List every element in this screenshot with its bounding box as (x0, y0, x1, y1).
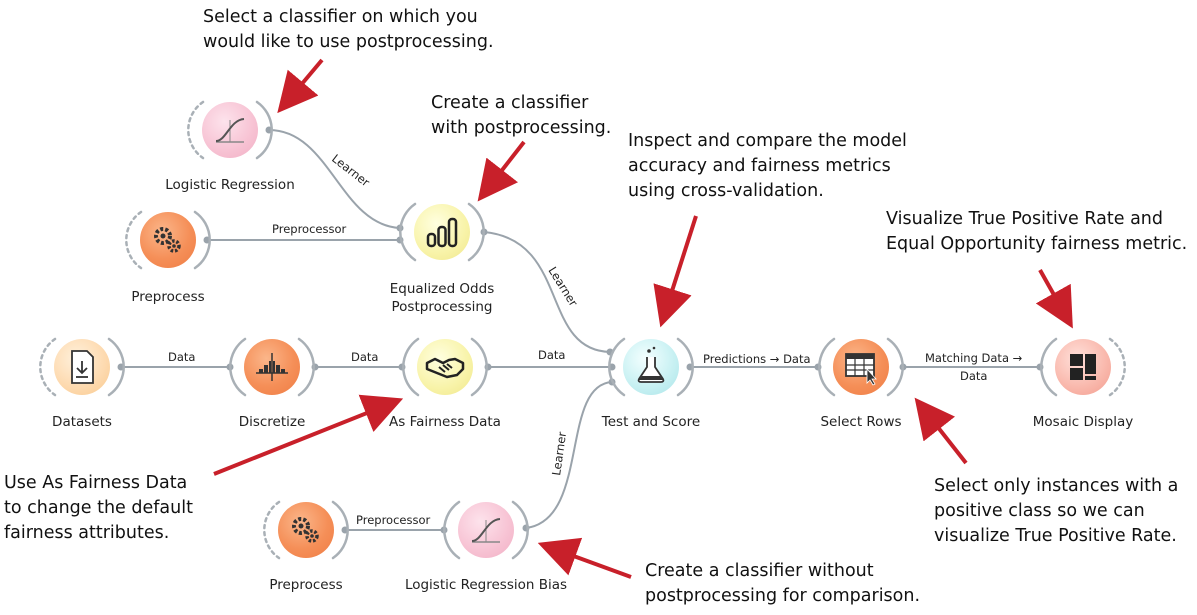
link-label-pre2-lrb: Preprocessor (356, 513, 431, 527)
port-ds-out (107, 337, 125, 397)
annotation-select-classifier: Select a classifier on which you would l… (203, 7, 494, 52)
annotation-inspect: Inspect and compare the model accuracy a… (628, 131, 907, 201)
arrow-visualize (1035, 269, 1073, 329)
node-label: Logistic Regression Bias (404, 577, 568, 593)
link-lrb-to-ts (525, 381, 613, 529)
node-logistic-regression-bias[interactable]: Logistic Regression Bias (405, 490, 567, 593)
port-pre2-in (263, 500, 281, 560)
port-eq-out (467, 202, 485, 262)
annotation-use-fairness: Use As Fairness Data to change the defau… (4, 473, 193, 543)
link-label-fair-ts: Data (538, 348, 565, 362)
node-label: Preprocess (269, 577, 343, 593)
node-preprocess-bottom[interactable]: Preprocess (266, 490, 346, 593)
link-label-pre-eq: Preprocessor (272, 222, 347, 236)
port-lr-out (255, 100, 273, 160)
port-eq-in (399, 202, 417, 262)
bar-chart-icon (426, 217, 458, 248)
arrow-create-without (537, 537, 632, 579)
port-ts-in (608, 337, 626, 397)
node-label: Discretize (238, 414, 306, 430)
port-pre2-out (331, 500, 349, 560)
link-lr-to-eq (268, 129, 401, 229)
node-equalized-odds[interactable]: Equalized Odds Postprocessing (390, 192, 494, 315)
flask-icon (637, 346, 665, 383)
handshake-icon (425, 357, 465, 379)
arrow-create-classifier (477, 140, 526, 202)
document-download-icon (71, 350, 94, 384)
node-label: Test and Score (601, 414, 701, 430)
port-sr-out (886, 337, 904, 397)
arrow-select-classifier (277, 58, 324, 114)
sigmoid-curve-icon (471, 518, 501, 543)
node-select-rows[interactable]: Select Rows (820, 327, 902, 430)
arrow-inspect (653, 215, 698, 328)
mosaic-icon (1070, 354, 1096, 380)
histogram-icon (256, 353, 288, 381)
port-disc-in (229, 337, 247, 397)
node-logistic-regression[interactable]: Logistic Regression (165, 90, 295, 193)
port-pre-out (193, 210, 211, 270)
node-label: Select Rows (820, 414, 902, 430)
link-label-sr-md-1: Matching Data → (925, 351, 1023, 365)
arrow-use-fairness (213, 394, 404, 476)
link-label-ts-sr: Predictions → Data (703, 352, 811, 366)
port-pre-in (125, 210, 143, 270)
gears-icon (154, 227, 181, 253)
node-datasets[interactable]: Datasets (42, 327, 122, 430)
node-mosaic-display[interactable]: Mosaic Display (1033, 327, 1133, 430)
node-label: Preprocess (131, 289, 205, 305)
node-as-fairness-data[interactable]: As Fairness Data (389, 327, 501, 430)
port-lr-in (187, 100, 205, 160)
table-cursor-icon (845, 353, 877, 386)
node-preprocess-top[interactable]: Preprocess (128, 200, 208, 305)
port-md-out (1108, 337, 1126, 397)
annotation-select-instances: Select only instances with a positive cl… (934, 476, 1179, 546)
port-disc-out (297, 337, 315, 397)
annotation-visualize: Visualize True Positive Rate and Equal O… (886, 209, 1188, 254)
link-label-disc-fair: Data (351, 350, 378, 364)
port-fair-in (402, 337, 420, 397)
link-label-sr-md-2: Data (960, 369, 987, 383)
port-fair-out (470, 337, 488, 397)
port-sr-in (818, 337, 836, 397)
node-label: As Fairness Data (389, 414, 501, 430)
link-label-ds-disc: Data (168, 350, 195, 364)
port-ds-in (39, 337, 57, 397)
annotation-create-classifier: Create a classifier with postprocessing. (431, 93, 612, 138)
node-test-and-score[interactable]: Test and Score (602, 327, 700, 430)
annotation-create-without: Create a classifier without postprocessi… (645, 561, 921, 606)
port-lrb-in (443, 500, 461, 560)
link-eq-to-ts (483, 231, 611, 353)
port-md-in (1040, 337, 1058, 397)
node-discretize[interactable]: Discretize (232, 327, 312, 430)
node-label: Mosaic Display (1032, 414, 1134, 430)
node-label: Equalized Odds Postprocessing (389, 281, 495, 315)
port-lrb-out (511, 500, 529, 560)
port-ts-out (676, 337, 694, 397)
arrow-select-instances (914, 397, 968, 465)
link-label-lrb-ts: Learner (549, 431, 569, 477)
node-label: Datasets (52, 414, 112, 430)
node-label: Logistic Regression (165, 177, 295, 193)
gears-icon (292, 517, 319, 543)
sigmoid-curve-icon (215, 118, 245, 143)
